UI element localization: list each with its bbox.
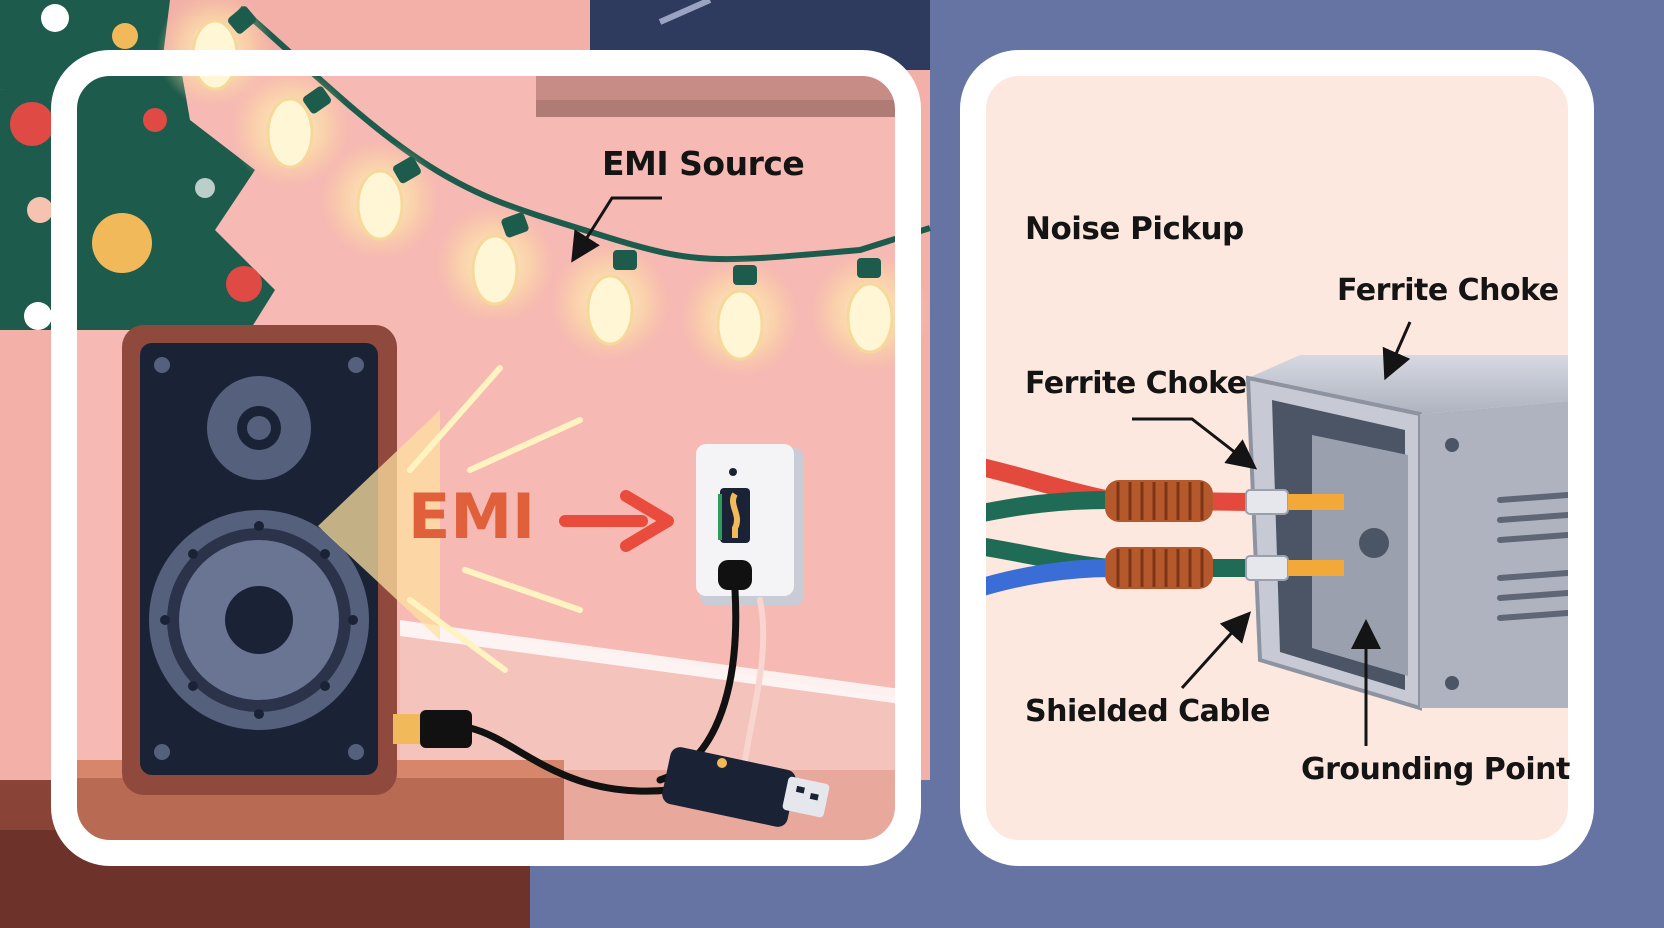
metal-enclosure — [1245, 355, 1581, 711]
ferrite-choke-upper — [1105, 480, 1213, 522]
speaker-plug — [393, 710, 472, 748]
emi-arrow — [559, 490, 674, 552]
usb-dongle — [662, 747, 830, 827]
emi-waves — [318, 365, 583, 673]
emi-source-label: EMI Source — [602, 144, 805, 183]
shielded-cable-label: Shielded Cable — [1025, 694, 1270, 729]
left-panel — [51, 0, 931, 866]
connectors — [1245, 489, 1344, 581]
ferrite-choke-left-label: Ferrite Choke — [1025, 366, 1247, 401]
noise-pickup-label: Noise Pickup — [1025, 211, 1244, 247]
wall-outlet — [696, 444, 804, 606]
grounding-point-label: Grounding Point — [1301, 752, 1570, 787]
ferrite-choke-top-label: Ferrite Choke — [1337, 273, 1559, 308]
ferrite-choke-lower — [1105, 547, 1213, 589]
pointer-arrows — [1132, 321, 1412, 746]
emi-label: EMI — [408, 480, 536, 553]
speaker — [122, 325, 397, 795]
right-panel — [960, 50, 1594, 866]
wires — [973, 456, 1259, 599]
